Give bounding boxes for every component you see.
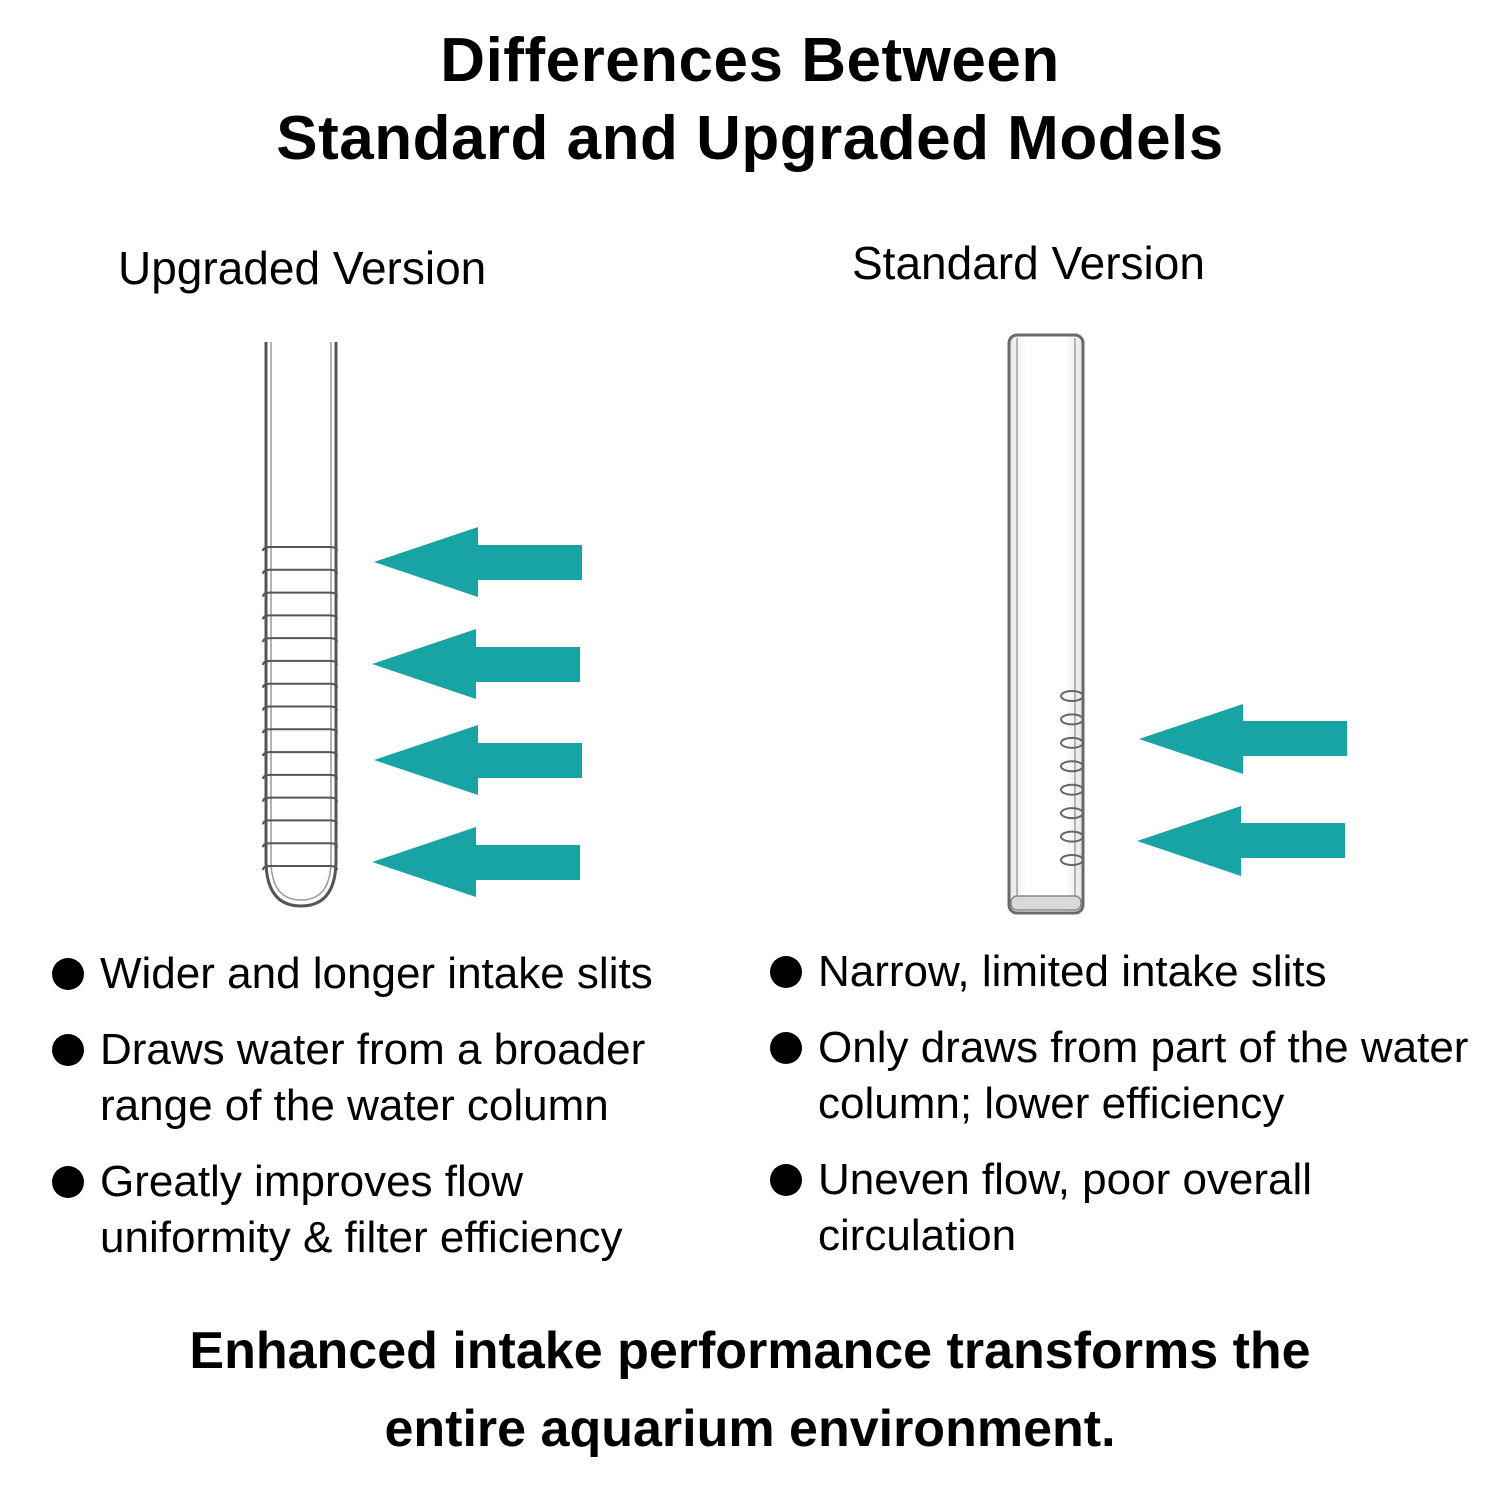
intake-slit xyxy=(262,591,338,597)
upgraded-intake-slits xyxy=(262,546,338,871)
intake-slit xyxy=(1060,807,1084,820)
bullet-text: Only draws from part of the water column… xyxy=(818,1023,1469,1128)
bullet-dot-icon xyxy=(770,1032,802,1064)
bullet-dot-icon xyxy=(52,1034,84,1066)
upgraded-flow-arrows xyxy=(372,527,582,897)
intake-slit xyxy=(262,659,338,666)
upgraded-intake-tube-icon xyxy=(262,342,338,908)
intake-slit xyxy=(262,637,338,643)
intake-slit xyxy=(262,614,338,620)
left-arrow-icon xyxy=(1139,704,1347,774)
footer-line-1: Enhanced intake performance transforms t… xyxy=(189,1322,1311,1380)
intake-slit xyxy=(1060,690,1084,702)
intake-slit xyxy=(262,842,338,848)
upgraded-version-label: Upgraded Version xyxy=(118,242,487,294)
bullet-dot-icon xyxy=(52,958,84,990)
intake-slit xyxy=(262,751,338,757)
footer-tagline: Enhanced intake performance transforms t… xyxy=(0,1312,1500,1468)
bullet-dot-icon xyxy=(770,956,802,988)
standard-intake-slits xyxy=(1060,690,1084,866)
intake-slit xyxy=(1060,830,1084,843)
left-arrow-icon xyxy=(374,725,582,795)
intake-slit xyxy=(262,796,338,802)
list-item: Draws water from a broader range of the … xyxy=(50,1022,750,1134)
intake-slit xyxy=(1060,713,1084,726)
bullet-text: Uneven flow, poor overall circulation xyxy=(818,1155,1313,1260)
left-arrow-icon xyxy=(372,827,580,897)
intake-slit xyxy=(262,705,338,711)
page-title: Differences Between Standard and Upgrade… xyxy=(0,22,1500,178)
bullet-text: Narrow, limited intake slits xyxy=(818,947,1327,996)
standard-bullet-list: Narrow, limited intake slits Only draws … xyxy=(768,944,1488,1284)
intake-slit xyxy=(1060,736,1084,749)
intake-slit xyxy=(262,728,338,734)
bullet-dot-icon xyxy=(52,1166,84,1198)
title-line-1: Differences Between xyxy=(440,26,1060,95)
upgraded-bullet-list: Wider and longer intake slits Draws wate… xyxy=(50,946,750,1286)
intake-slit xyxy=(1060,854,1084,866)
list-item: Narrow, limited intake slits xyxy=(768,944,1488,1000)
bullet-text: Draws water from a broader range of the … xyxy=(100,1025,646,1130)
list-item: Wider and longer intake slits xyxy=(50,946,750,1002)
left-arrow-icon xyxy=(374,527,582,597)
standard-flow-arrows xyxy=(1137,704,1347,876)
standard-intake-tube-icon xyxy=(1007,333,1085,915)
list-item: Uneven flow, poor overall circulation xyxy=(768,1152,1488,1264)
intake-slit xyxy=(262,819,338,825)
list-item: Greatly improves flow uniformity & filte… xyxy=(50,1154,750,1266)
title-line-2: Standard and Upgraded Models xyxy=(276,104,1224,173)
list-item: Only draws from part of the water column… xyxy=(768,1020,1488,1132)
intake-slit xyxy=(262,682,338,688)
intake-slit xyxy=(262,568,338,574)
left-arrow-icon xyxy=(1137,806,1345,876)
bullet-text: Greatly improves flow uniformity & filte… xyxy=(100,1157,623,1262)
left-arrow-icon xyxy=(372,629,580,699)
intake-slit xyxy=(1060,783,1084,796)
footer-line-2: entire aquarium environment. xyxy=(384,1400,1116,1458)
intake-slit xyxy=(262,773,338,779)
intake-slit xyxy=(262,546,338,552)
intake-slit xyxy=(262,865,338,871)
standard-version-label: Standard Version xyxy=(852,237,1205,289)
intake-slit xyxy=(1060,760,1084,773)
bullet-text: Wider and longer intake slits xyxy=(100,949,653,998)
bullet-dot-icon xyxy=(770,1164,802,1196)
